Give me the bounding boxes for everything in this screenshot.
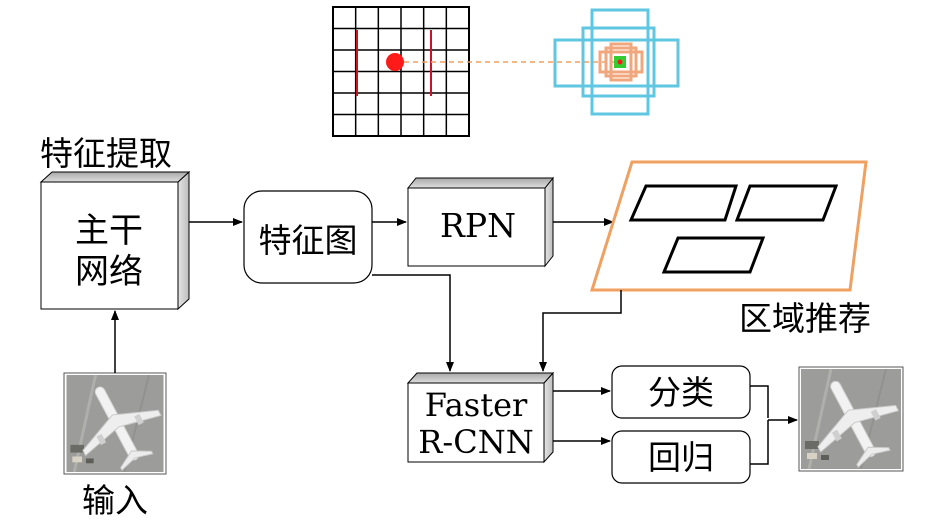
feature-extraction-title: 特征提取 xyxy=(40,134,172,173)
regression-node: 回归 xyxy=(611,430,751,484)
anchor-boxes xyxy=(553,8,680,116)
backbone-label-line2: 网络 xyxy=(75,252,143,292)
input-image xyxy=(63,372,167,475)
region-proposal-plane xyxy=(589,160,868,292)
anchor-small-horizontal xyxy=(598,50,644,74)
anchor-point xyxy=(386,53,404,71)
region-proposal-label: 区域推荐 xyxy=(739,299,871,338)
backbone-block: 主干 网络 xyxy=(39,170,191,311)
connector-classification xyxy=(750,385,769,418)
regression-label: 回归 xyxy=(648,438,714,477)
arrow-featuremap-to-faster xyxy=(372,274,454,372)
grid-lines xyxy=(333,7,469,136)
rpn-block: RPN xyxy=(406,176,555,268)
proposal-box-3 xyxy=(661,236,766,274)
airplane-output-icon xyxy=(801,369,901,469)
feature-map-node: 特征图 xyxy=(243,190,373,284)
anchor-center-dot xyxy=(617,59,623,65)
anchor-large-vertical xyxy=(590,8,650,116)
anchor-small-vertical xyxy=(609,42,633,82)
backbone-label-line1: 主干 xyxy=(75,211,143,251)
classification-label: 分类 xyxy=(648,373,714,412)
feature-map-label: 特征图 xyxy=(259,221,358,260)
anchor-grid xyxy=(332,6,470,137)
faster-rcnn-label-line2: R-CNN xyxy=(418,423,533,461)
faster-rcnn-block: Faster R-CNN xyxy=(406,371,555,464)
anchor-large-square xyxy=(581,26,656,98)
arrow-proposals-to-faster xyxy=(539,290,622,372)
output-image xyxy=(798,366,904,472)
airplane-image-icon xyxy=(66,375,164,472)
rpn-label: RPN xyxy=(440,206,516,245)
proposal-box-2 xyxy=(734,184,839,222)
anchor-large-horizontal xyxy=(553,38,680,88)
input-label: 输入 xyxy=(82,481,148,520)
classification-node: 分类 xyxy=(611,365,751,419)
connector-regression xyxy=(750,420,769,465)
anchor-small-square xyxy=(604,46,638,78)
proposal-box-1 xyxy=(628,184,739,222)
faster-rcnn-label-line1: Faster xyxy=(425,386,528,424)
